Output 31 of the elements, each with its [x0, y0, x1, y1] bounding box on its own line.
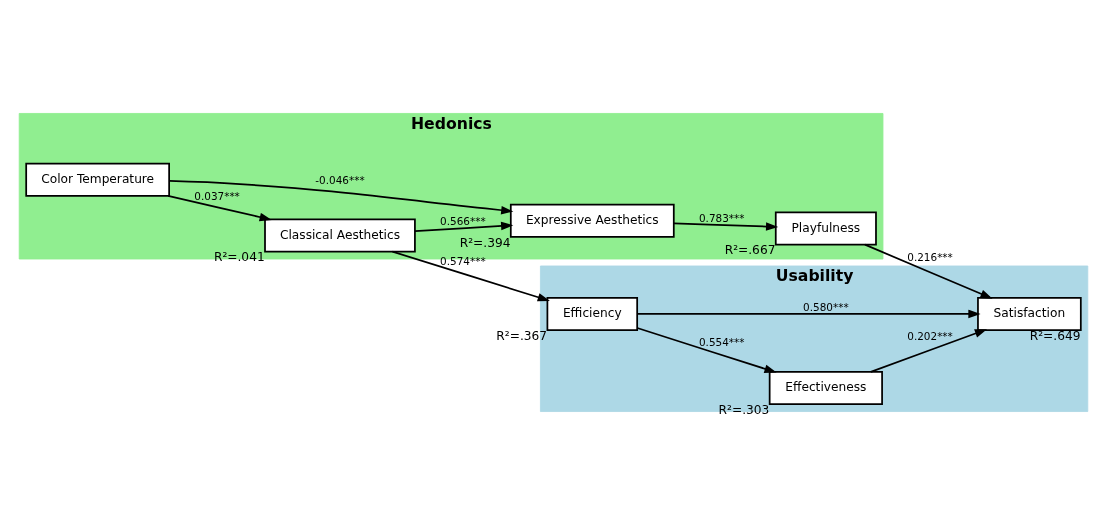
- node-box: Efficiency: [546, 296, 639, 331]
- arrow: [869, 329, 988, 373]
- arrow: [673, 222, 779, 231]
- edge-label: 0.554***: [698, 335, 745, 348]
- node-box: Satisfaction: [977, 296, 1082, 331]
- node-box: Playfulness: [774, 211, 877, 246]
- node-label: R²=.303: [718, 402, 770, 417]
- arrow: [864, 243, 993, 299]
- arrow: [391, 250, 550, 302]
- node-label: R²=.649: [1029, 328, 1081, 343]
- edge-label: -0.046***: [315, 173, 365, 186]
- edge-label: 0.216***: [907, 251, 953, 264]
- edge-label: 0.202***: [907, 329, 953, 342]
- edge-label: 0.566***: [440, 214, 486, 227]
- arrow: [167, 194, 272, 222]
- node-label: R²=.667: [724, 243, 776, 258]
- edge-label: 0.783***: [698, 212, 745, 225]
- node-box: Classical Aesthetics: [264, 218, 416, 253]
- edge-label: 0.037***: [194, 190, 240, 203]
- arrow: [636, 309, 981, 319]
- edge-label: 0.574***: [440, 254, 486, 267]
- node-label: R²=.367: [496, 328, 548, 343]
- node-box: Expressive Aesthetics: [509, 203, 675, 238]
- edge-label: 0.580***: [803, 300, 849, 313]
- node-box: Effectiveness: [768, 371, 883, 405]
- node-label: R²=.041: [213, 250, 265, 265]
- node-label: R²=.394: [459, 235, 511, 250]
- node-box: Color Temperature: [25, 162, 170, 197]
- arrow: [636, 327, 777, 373]
- arrow: [168, 180, 514, 215]
- arrow: [414, 221, 514, 232]
